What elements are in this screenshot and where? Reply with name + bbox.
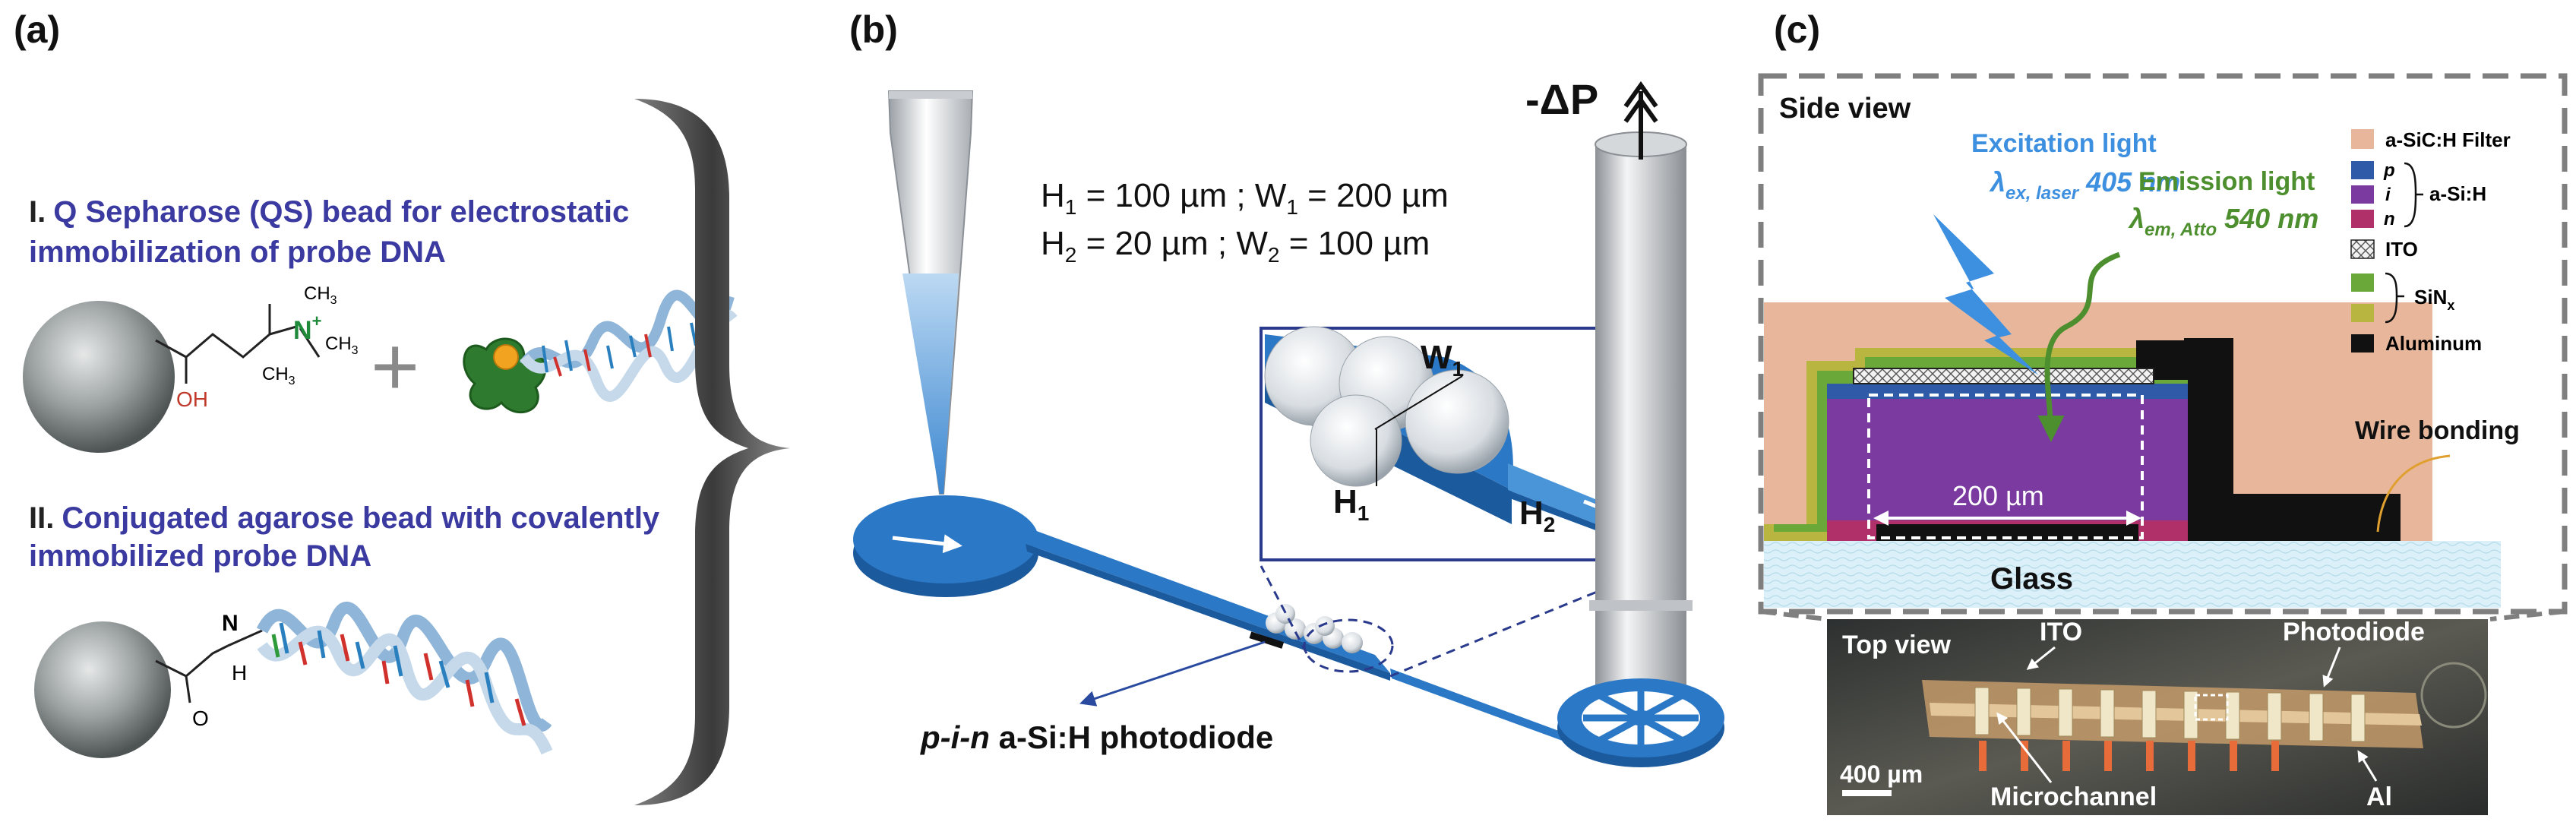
wire-bonding-label: Wire bonding [2355,416,2520,445]
detector-outline [1867,394,2144,539]
ito-layer [1853,368,2154,384]
width-label: 200 µm [1952,480,2044,511]
item1-line1: I.Q Sepharose (QS) bead for electrostati… [29,195,629,229]
amide-o: O [192,707,209,730]
top-view-connector-left [1760,609,1828,621]
excitation-lambda: λex, laser 405 nm [1989,166,2180,204]
bead-cluster [1266,604,1363,653]
legend-n: n [2384,209,2395,229]
emission-title: Emission light [2138,167,2315,196]
item1-line2: immobilization of probe DNA [29,236,446,269]
aluminum-contact [2136,338,2401,541]
top-view-photodiode: Photodiode [2283,618,2425,647]
glass-label: Glass [1990,562,2073,596]
qs-ch3-bottom: CH3 [262,364,296,387]
panel-label-c: (c) [1774,8,1821,51]
item1-numeral: I. [29,195,46,229]
outlet-tube [1589,131,1693,710]
legend-ito: ITO [2385,238,2418,261]
dim-line-2: H2 = 20 µm ; W2 = 100 µm [1041,225,1430,267]
top-view-micrograph: Top view ITO Photodiode 400 µm Microchan… [1827,618,2488,815]
panel-b: H1 = 100 µm ; W1 = 200 µm H2 = 20 µm ; W… [853,75,1724,767]
qs-ch3-right: CH3 [325,334,359,357]
emission-lambda: λem, Atto 540 nm [2128,203,2318,240]
panel-a: I.Q Sepharose (QS) bead for electrostati… [23,99,790,805]
curly-brace [634,99,790,805]
qs-nitrogen: N+ [293,311,321,345]
dna-helix-bottom [256,602,553,755]
photodiode-caption: p-i-n a-Si:H photodiode [920,719,1273,755]
emission-arrow [2037,251,2121,442]
inset-w1: W1 [1421,339,1464,381]
inlet-reservoir [853,495,1038,597]
legend-p: p [2383,160,2395,181]
qs-oh: OH [176,387,208,411]
top-view-ito: ITO [2040,618,2082,647]
item2-line2: immobilized probe DNA [29,539,371,573]
legend-asih: a-Si:H [2429,182,2486,205]
scale-label: 400 µm [1840,760,1923,788]
panel-c: Side view Glass 200 µm Excitation light … [1758,73,2568,815]
excitation-title: Excitation light [1971,129,2157,158]
item2-title: Conjugated agarose bead with covalently [62,501,660,535]
item2-line1: II. Conjugated agarose bead with covalent… [29,501,660,535]
legend-i: i [2385,185,2391,205]
qs-linker-structure [155,304,321,384]
glass-substrate [1764,541,2501,608]
w1-dimension [1374,375,1463,430]
inset-h1: H1 [1333,483,1369,525]
top-view-microchannel: Microchannel [1990,782,2157,811]
photodiode-chip [1249,631,1285,649]
narrow-channel [1390,669,1569,743]
amide-linker-structure [155,629,263,703]
legend-sinx: SiNx [2414,286,2454,313]
top-view-title: Top view [1842,631,1951,659]
item2-numeral: II. [29,501,54,535]
top-view-connector-right [2489,609,2565,621]
photodiode-pointer [1079,640,1266,707]
conjugated-bead [34,621,171,758]
top-view-al: Al [2366,782,2392,811]
legend-aluminum: Aluminum [2385,332,2482,355]
amide-h: H [232,661,247,684]
pipette-tip [887,90,974,495]
panel-label-b: (b) [849,8,898,51]
plus-sign: + [371,320,419,413]
excitation-bolt-icon [1933,214,2039,375]
qs-bead [23,301,175,453]
legend-filter: a-SiC:H Filter [2385,128,2511,151]
qs-ch3-top: CH3 [304,283,337,307]
panel-label-a: (a) [14,8,61,51]
side-view-title: Side view [1779,93,1911,125]
amide-n: N [222,611,239,636]
scale-bar [1842,790,1892,796]
outlet-reservoir [1557,678,1724,767]
inset-h2: H2 [1519,495,1555,536]
dim-line-1: H1 = 100 µm ; W1 = 200 µm [1041,177,1449,219]
layer-legend: a-SiC:H Filter p i n a-Si:H ITO SiNx Alu… [2350,128,2511,355]
pressure-label: -ΔP [1525,75,1598,123]
item1-title: Q Sepharose (QS) bead for electrostatic [53,195,629,229]
wire-bond-icon [2376,454,2451,533]
linker-dot-icon [493,344,519,370]
pin-i-layer [1827,399,2188,520]
